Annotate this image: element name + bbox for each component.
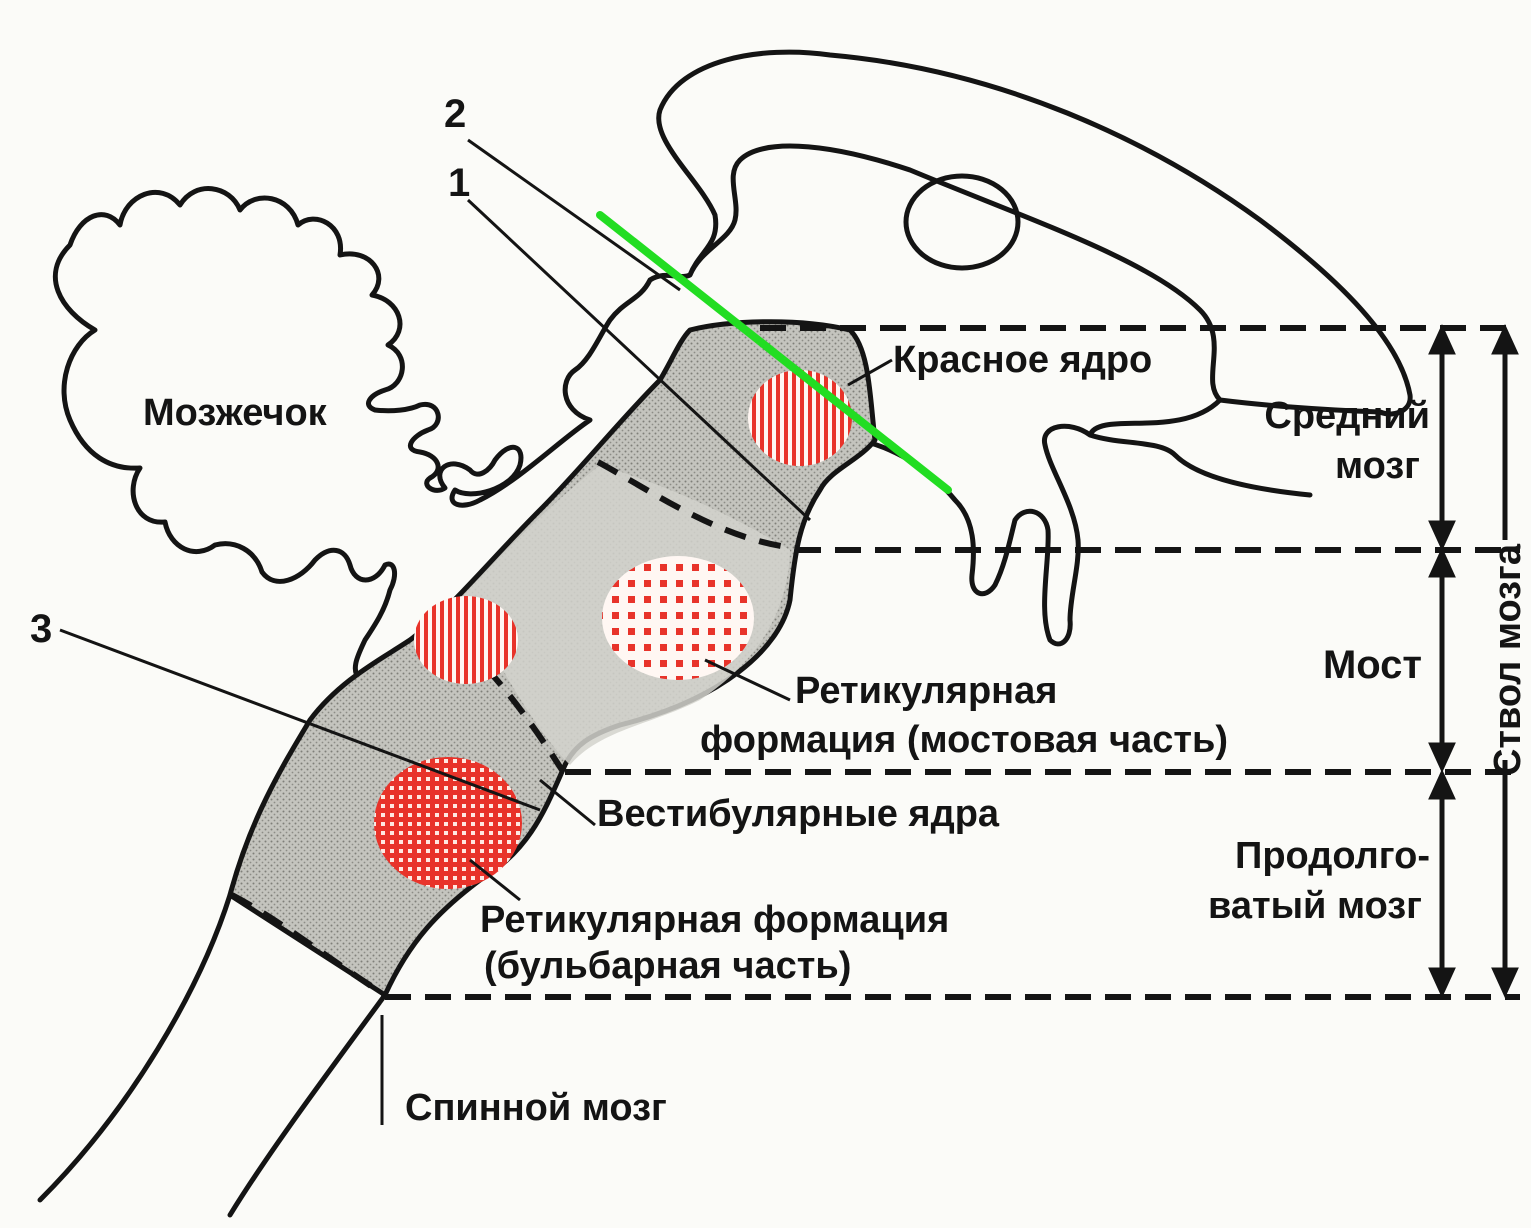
label-medulla-line2: ватый мозг (1208, 885, 1422, 927)
label-reticular-pons-line2: формация (мостовая часть) (700, 719, 1228, 761)
label-number-1: 1 (448, 161, 470, 205)
label-reticular-bulbar-line1: Ретикулярная формация (480, 899, 949, 941)
label-cerebellum: Мозжечок (143, 392, 328, 434)
reticular-pontine (602, 556, 754, 680)
label-midbrain-line1: Средний (1264, 395, 1430, 437)
label-pons: Мост (1323, 643, 1422, 687)
label-number-3: 3 (30, 607, 52, 651)
hypothalamus-outline (860, 400, 1310, 644)
label-red-nucleus: Красное ядро (893, 339, 1152, 381)
label-reticular-pons-line1: Ретикулярная (795, 670, 1057, 712)
label-reticular-bulbar-line2: (бульбарная часть) (484, 945, 851, 987)
label-number-2: 2 (444, 92, 466, 136)
vestibular-nuclei (414, 596, 518, 684)
label-medulla-line1: Продолго- (1235, 835, 1430, 877)
red-nucleus (748, 370, 852, 466)
label-midbrain-line2: мозг (1335, 445, 1420, 487)
label-spinal-cord: Спинной мозг (405, 1087, 667, 1129)
section-line-2 (468, 140, 680, 290)
label-brainstem: Ствол мозга (1487, 543, 1529, 776)
label-vestibular-nuclei: Вестибулярные ядра (597, 793, 1000, 835)
